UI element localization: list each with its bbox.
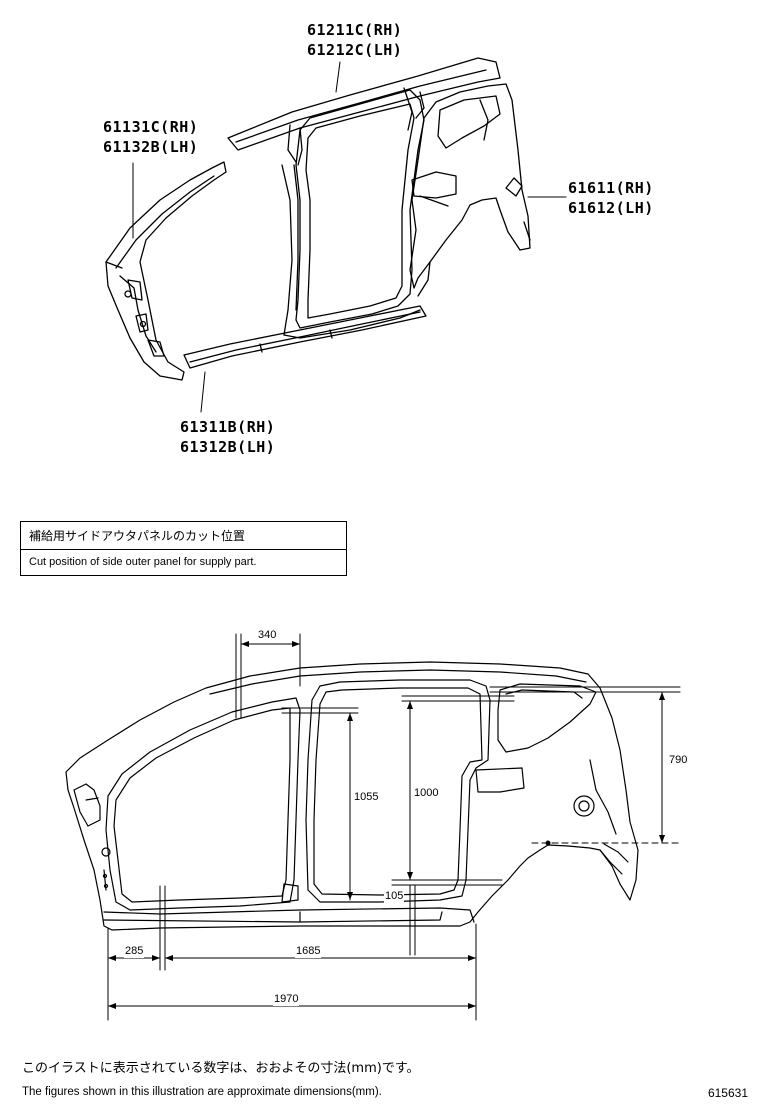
quarter-panel-rh: 61611(RH): [568, 179, 654, 197]
dim-mid-1685: 1685: [295, 945, 322, 958]
rocker-rh: 61311B(RH): [180, 418, 276, 436]
dim-total-1970: 1970: [273, 993, 300, 1006]
front-pillar-part: [105, 161, 227, 381]
footer-note-english: The figures shown in this illustration a…: [22, 1086, 382, 1098]
side-outer-frame-part: [281, 89, 425, 339]
rocker-panel-part: [183, 305, 427, 369]
dim-top-340: 340: [257, 629, 278, 642]
footer-note-japanese: このイラストに表示されている数字は、おおよその寸法(mm)です。: [22, 1061, 420, 1076]
quarter-panel-label: 61611(RH) 61612(LH): [568, 178, 654, 218]
illustration-code: 615631: [707, 1086, 748, 1100]
side-panel-outline: [65, 661, 639, 931]
quarter-panel-part: [409, 83, 531, 297]
dim-offset-105: 105: [384, 890, 405, 903]
note-english: Cut position of side outer panel for sup…: [29, 556, 257, 568]
cut-position-note: 補給用サイドアウタパネルのカット位置 Cut position of side …: [20, 521, 347, 576]
dim-rear-790: 790: [668, 754, 689, 767]
cut-and-dimension-lines: [107, 633, 681, 1021]
front-pillar-rh: 61131C(RH): [103, 118, 199, 136]
rocker-label: 61311B(RH) 61312B(LH): [180, 417, 275, 457]
rocker-lh: 61312B(LH): [180, 438, 276, 456]
dim-front-pillar-1055: 1055: [353, 791, 380, 804]
leader-lines: [132, 61, 567, 413]
dimension-arrows: [108, 641, 665, 1009]
roof-side-rail-label: 61211C(RH) 61212C(LH): [307, 20, 402, 60]
roof-side-rail-part: [227, 57, 501, 166]
front-pillar-lh: 61132B(LH): [103, 138, 199, 156]
dim-front-285: 285: [124, 945, 145, 958]
roof-side-rail-lh: 61212C(LH): [307, 41, 403, 59]
quarter-panel-lh: 61612(LH): [568, 199, 654, 217]
note-japanese: 補給用サイドアウタパネルのカット位置: [29, 529, 246, 543]
roof-side-rail-rh: 61211C(RH): [307, 21, 403, 39]
dim-center-pillar-1000: 1000: [413, 787, 440, 800]
note-divider: [21, 549, 346, 550]
front-pillar-label: 61131C(RH) 61132B(LH): [103, 117, 198, 157]
